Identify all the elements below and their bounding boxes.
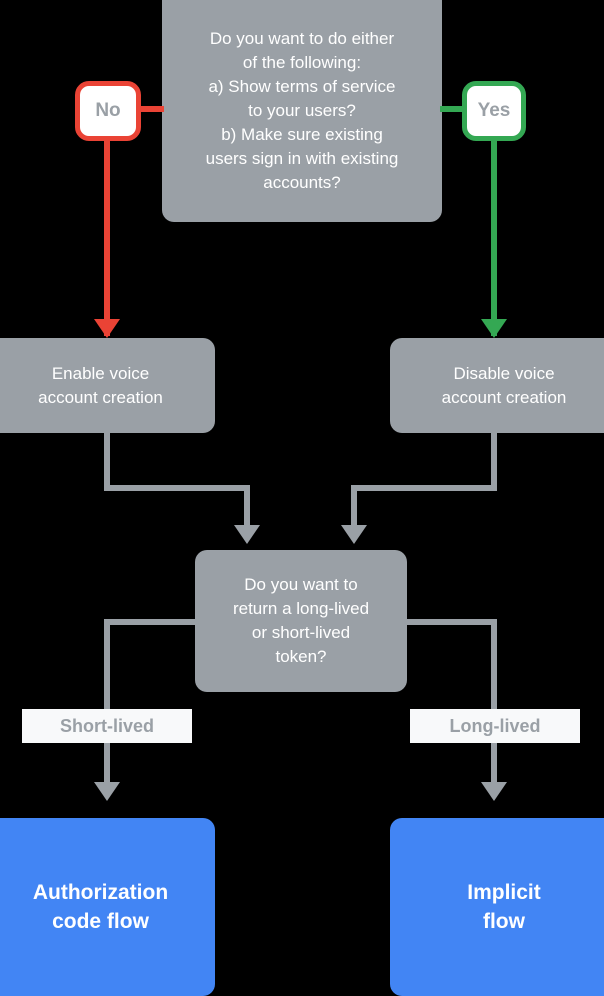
edge-short-lived-horizontal	[104, 619, 201, 625]
badge-no[interactable]: No	[75, 81, 141, 141]
terminal-node-implicit-flow: Implicit flow	[390, 818, 604, 996]
edge-long-lived-arrowhead	[481, 782, 507, 801]
decision-node-token-lifetime-label: Do you want to return a long-lived or sh…	[232, 575, 370, 666]
terminal-node-implicit-flow-label: Implicit flow	[467, 881, 541, 933]
process-node-enable-voice-account-creation: Enable voice account creation	[0, 338, 215, 433]
decision-node-terms-and-existing-users: Do you want to do either of the followin…	[162, 0, 442, 222]
edge-disable-vertical-a	[491, 432, 497, 491]
edge-enable-vertical-a	[104, 432, 110, 491]
edge-no-vertical	[104, 136, 110, 336]
terminal-node-authorization-code-flow-label: Authorization code flow	[32, 881, 169, 933]
edge-yes-vertical	[491, 136, 497, 336]
process-node-disable-voice-account-creation: Disable voice account creation	[390, 338, 604, 433]
edge-enable-horizontal	[104, 485, 250, 491]
edge-enable-arrowhead	[234, 525, 260, 544]
badge-yes[interactable]: Yes	[462, 81, 526, 141]
edge-disable-arrowhead	[341, 525, 367, 544]
edge-label-long-lived-text: Long-lived	[449, 715, 541, 736]
edge-disable-vertical-b	[351, 485, 357, 532]
edge-label-long-lived: Long-lived	[410, 709, 580, 743]
process-node-disable-voice-account-creation-label: Disable voice account creation	[441, 363, 567, 407]
decision-node-terms-and-existing-users-label: Do you want to do either of the followin…	[205, 29, 399, 192]
edge-yes-horizontal-stub	[440, 106, 468, 112]
edge-long-lived-horizontal	[401, 619, 497, 625]
edge-short-lived-arrowhead	[94, 782, 120, 801]
edge-long-lived-vertical	[491, 619, 497, 789]
terminal-node-authorization-code-flow: Authorization code flow	[0, 818, 215, 996]
edge-disable-horizontal	[351, 485, 497, 491]
edge-short-lived-vertical	[104, 619, 110, 789]
process-node-enable-voice-account-creation-label: Enable voice account creation	[38, 363, 163, 407]
edge-no-horizontal-stub	[134, 106, 164, 112]
decision-node-token-lifetime: Do you want to return a long-lived or sh…	[195, 550, 407, 692]
edge-enable-vertical-b	[244, 485, 250, 532]
badge-yes-label: Yes	[477, 100, 511, 121]
edge-yes-arrowhead	[481, 319, 507, 338]
edge-no-arrowhead	[94, 319, 120, 338]
edge-label-short-lived-text: Short-lived	[59, 715, 154, 736]
badge-no-label: No	[95, 100, 121, 121]
edge-label-short-lived: Short-lived	[22, 709, 192, 743]
